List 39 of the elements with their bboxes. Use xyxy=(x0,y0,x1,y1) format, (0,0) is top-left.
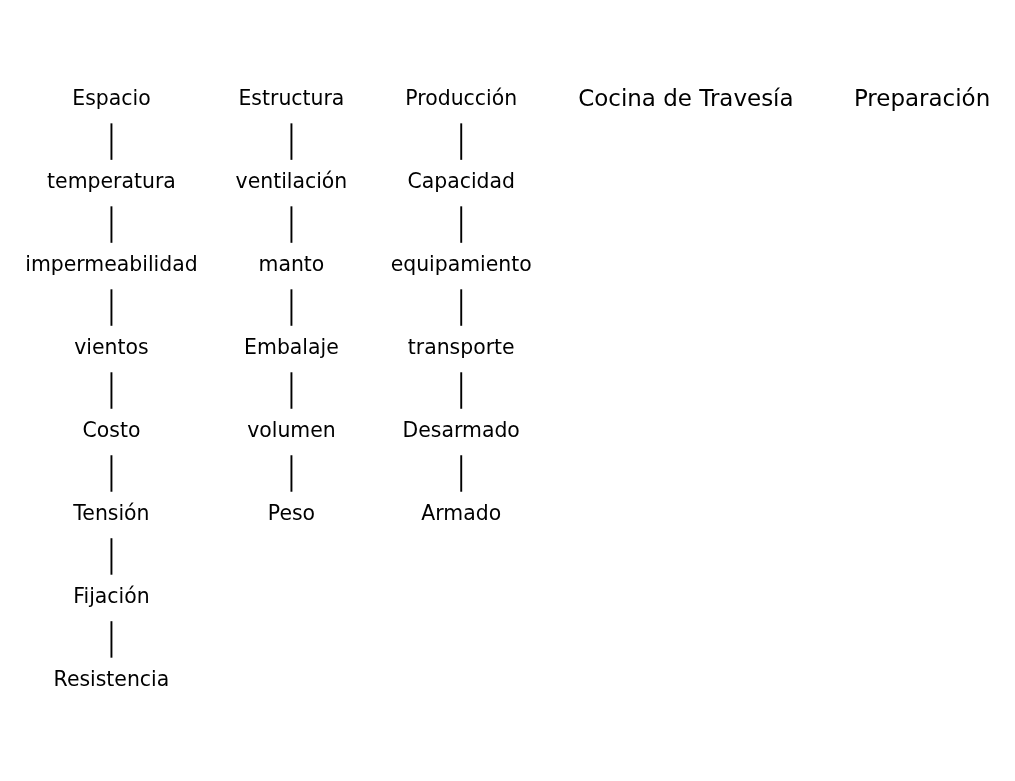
connector xyxy=(290,371,293,410)
connector xyxy=(110,454,113,493)
node-text: Espacio xyxy=(72,85,151,110)
connector xyxy=(460,371,463,410)
connector xyxy=(110,620,113,659)
connector xyxy=(110,122,113,161)
node-text: Costo xyxy=(82,417,141,442)
connector xyxy=(290,122,293,161)
node-text: Estructura xyxy=(238,85,345,110)
node-text: equipamiento xyxy=(390,251,532,276)
connector xyxy=(460,122,463,161)
node-text: Tensión xyxy=(73,500,150,525)
node-text: ventilación xyxy=(235,168,348,193)
node-text: transporte xyxy=(407,334,515,359)
node-text: vientos xyxy=(74,334,149,359)
connector xyxy=(460,454,463,493)
connector xyxy=(290,454,293,493)
node-text: Desarmado xyxy=(402,417,520,442)
node-text: Resistencia xyxy=(53,666,170,691)
node-text: Embalaje xyxy=(244,334,339,359)
node-text: Capacidad xyxy=(407,168,515,193)
connector xyxy=(290,205,293,244)
connector xyxy=(110,537,113,576)
node-text: temperatura xyxy=(47,168,176,193)
node-text: Peso xyxy=(267,500,316,525)
node-text: manto xyxy=(258,251,325,276)
node-text: volumen xyxy=(247,417,336,442)
connector xyxy=(110,288,113,327)
connector xyxy=(110,205,113,244)
node-text: impermeabilidad xyxy=(25,251,198,276)
label: Preparación xyxy=(853,84,991,111)
node-text: Armado xyxy=(421,500,502,525)
connector xyxy=(110,371,113,410)
connector xyxy=(290,288,293,327)
node-text: Producción xyxy=(405,85,518,110)
node-text: Fijación xyxy=(73,583,150,608)
connector xyxy=(460,288,463,327)
connector xyxy=(460,205,463,244)
label: Cocina de Travesía xyxy=(578,84,794,111)
